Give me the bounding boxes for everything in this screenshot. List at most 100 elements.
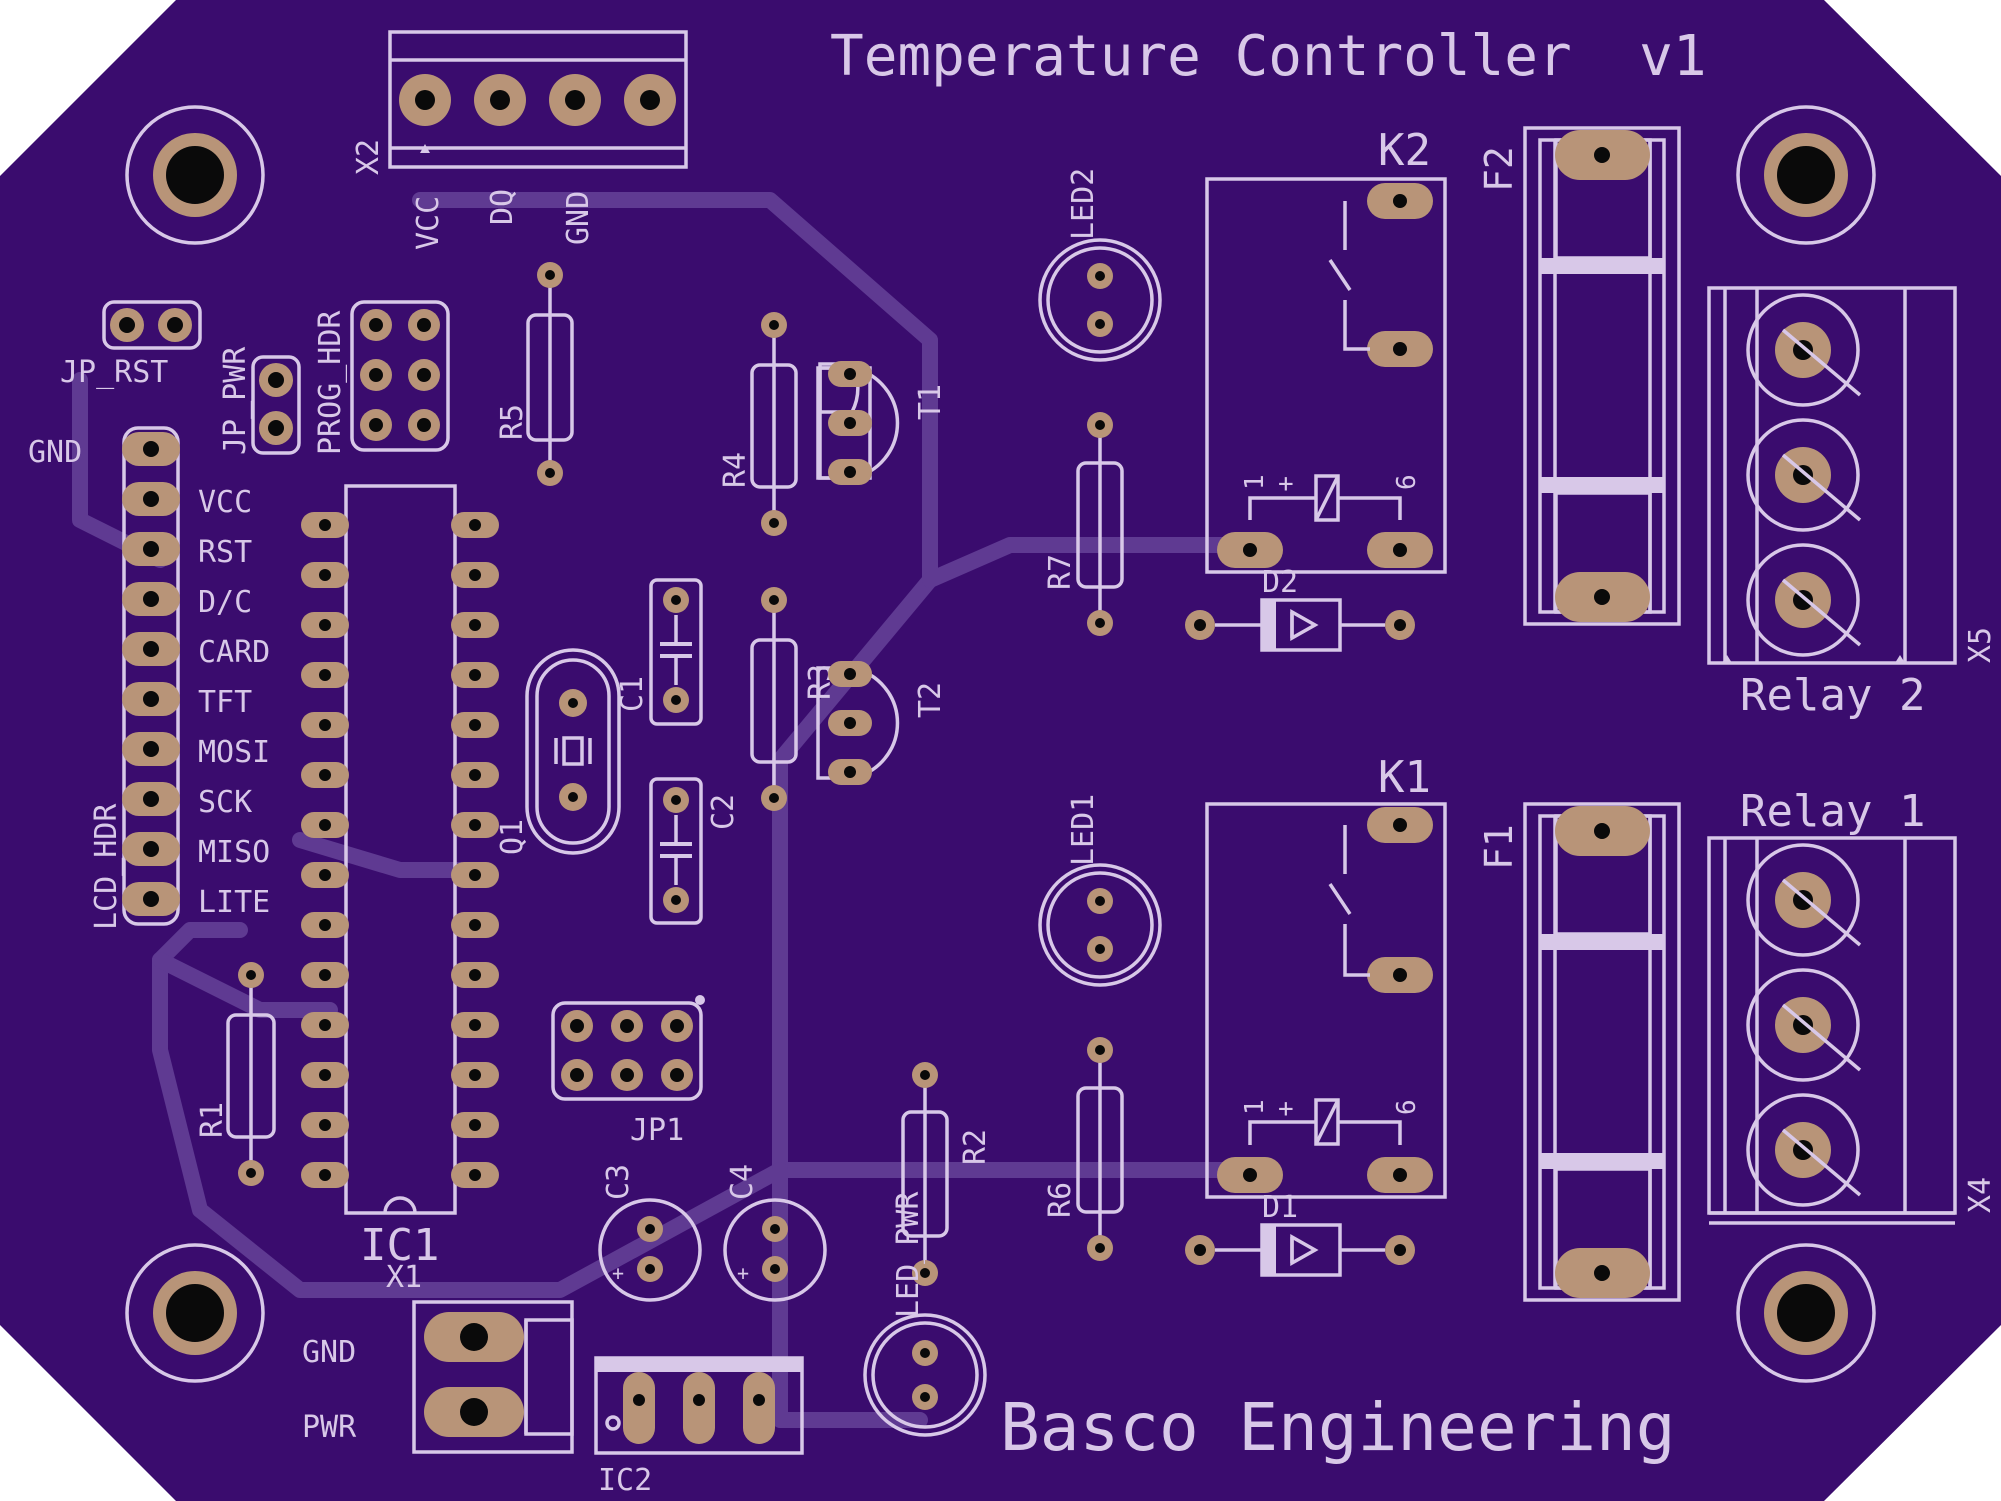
ic1-pin (301, 862, 349, 888)
x2-pin (624, 74, 676, 126)
jumper-jp-pwr (251, 355, 301, 455)
led2-label: LED2 (1066, 168, 1101, 240)
x2-pin-gnd: GND (561, 191, 596, 245)
ic1-pin (451, 812, 499, 838)
mounting-hole-br (1736, 1243, 1876, 1383)
c4-plus: + (737, 1261, 749, 1285)
r5-label: R5 (495, 404, 530, 440)
resistor-r3 (750, 587, 798, 811)
ic1-pin (451, 1012, 499, 1038)
ic1-pin (301, 612, 349, 638)
ic1-pin (451, 912, 499, 938)
relay2-label: Relay 2 (1740, 670, 1925, 721)
ic1-pin (301, 912, 349, 938)
ic1-label: IC1 (360, 1220, 439, 1271)
terminal-block-x5 (1707, 286, 1957, 665)
connector-x1 (412, 1300, 574, 1454)
resistor-r7 (1076, 412, 1124, 636)
relay-k2 (1205, 177, 1447, 574)
ic1-pin (301, 662, 349, 688)
led-pwr-label: LED_PWR (891, 1191, 926, 1318)
ic1-pin (301, 512, 349, 538)
k2-pin6: 6 (1392, 474, 1422, 490)
fuse-f1 (1523, 802, 1681, 1302)
board-title: Temperature Controller v1 (830, 24, 1707, 89)
ic1-pin (451, 1062, 499, 1088)
prog-hdr-label: PROG_HDR (313, 310, 348, 455)
x5-label: X5 (1963, 627, 1998, 663)
capacitor-c2 (649, 777, 703, 925)
resistor-r2 (901, 1062, 949, 1286)
ic1-pin (451, 762, 499, 788)
ic1-pin (451, 862, 499, 888)
diode-d2 (1185, 598, 1415, 652)
resistor-r1 (226, 962, 276, 1186)
resistor-r5 (526, 262, 574, 486)
capacitor-c1 (649, 578, 703, 726)
chip-ic2 (594, 1356, 804, 1455)
lcd-pin-rst: RST (198, 535, 252, 570)
lcd-pin-sck: SCK (198, 785, 252, 820)
lcd-pin-dc: D/C (198, 585, 252, 620)
ic1-pin (301, 762, 349, 788)
led1 (1038, 863, 1162, 987)
header-lcd (122, 426, 180, 926)
ic1-pin (451, 712, 499, 738)
lcd-pin-card: CARD (198, 635, 270, 670)
x1-pin-pwr: PWR (302, 1410, 357, 1445)
x1-label: X1 (386, 1260, 422, 1295)
led2 (1038, 238, 1162, 362)
jp-pwr-label: JP_PWR (218, 346, 253, 455)
ic1-pin (301, 812, 349, 838)
d2-label: D2 (1262, 565, 1298, 600)
terminal-block-x4 (1707, 836, 1957, 1225)
relay-k1 (1205, 802, 1447, 1199)
k2-pin1: 1 (1240, 474, 1270, 490)
lcd-hdr-label: LCD_HDR (89, 803, 124, 930)
k2-label: K2 (1378, 125, 1431, 176)
mounting-hole-tr (1736, 105, 1876, 245)
c2-label: C2 (706, 794, 741, 830)
led-pwr (863, 1313, 987, 1437)
lcd-pin-mosi: MOSI (198, 735, 270, 770)
f1-label: F1 (1477, 824, 1521, 870)
ic1-pin (451, 662, 499, 688)
t2-label: T2 (913, 682, 948, 718)
company-name: Basco Engineering (1000, 1389, 1676, 1466)
chip-ic1 (301, 484, 499, 1215)
ic1-pin (301, 1162, 349, 1188)
f2-label: F2 (1477, 146, 1521, 192)
ic1-pin (451, 562, 499, 588)
x2-pin (474, 74, 526, 126)
r1-label: R1 (195, 1102, 230, 1138)
ic1-pin (451, 612, 499, 638)
lcd-pin-tft: TFT (198, 685, 252, 720)
x2-pin (399, 74, 451, 126)
x2-pin-dq: DQ (485, 189, 520, 225)
d1-label: D1 (1262, 1190, 1298, 1225)
k2-plus: + (1278, 469, 1294, 499)
x1-pin-gnd: GND (302, 1335, 356, 1370)
diode-d1 (1185, 1223, 1415, 1277)
transistor-t2 (816, 661, 900, 785)
header-jp1 (551, 995, 705, 1101)
jp-rst-label: JP_RST (60, 355, 168, 390)
x2-pin (549, 74, 601, 126)
c3-label: C3 (601, 1164, 636, 1200)
ic1-pin (451, 1112, 499, 1138)
r4-label: R4 (718, 452, 753, 488)
ic1-pin (301, 1012, 349, 1038)
ic1-pin (301, 1062, 349, 1088)
transistor-t1 (816, 361, 900, 485)
k1-plus: + (1278, 1094, 1294, 1124)
capacitor-c3 (598, 1198, 702, 1302)
t1-label: T1 (913, 384, 948, 420)
ic1-pin (301, 562, 349, 588)
mounting-hole-tl (125, 105, 265, 245)
fuse-f2 (1523, 126, 1681, 626)
jp1-label: JP1 (630, 1113, 684, 1148)
capacitor-c4 (723, 1198, 827, 1302)
crystal-q1 (525, 648, 621, 855)
